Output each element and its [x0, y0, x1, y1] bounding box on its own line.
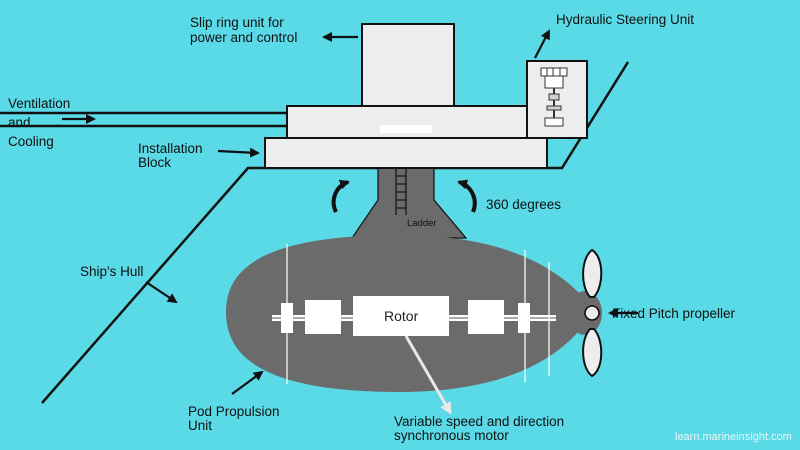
ventilation-label-line1: Ventilation [8, 96, 71, 111]
installation-block [264, 137, 548, 169]
slip-ring-unit [361, 23, 455, 107]
pod-unit-label-line2: Unit [188, 418, 213, 433]
upper-block [286, 105, 528, 139]
watermark-url: learn.marineinsight.com [675, 431, 792, 443]
installation-block-label-line2: Block [138, 155, 172, 170]
ladder-label: Ladder [407, 218, 437, 229]
motor-label-line2: synchronous motor [394, 428, 509, 443]
ladder [395, 168, 407, 215]
propeller-blade-top [582, 248, 603, 298]
propeller-nose [584, 305, 600, 321]
steering-mechanism-icon [540, 67, 568, 127]
ships-hull-label: Ship's Hull [80, 264, 144, 279]
bearing-right [518, 303, 530, 333]
hull-arrow [145, 281, 178, 304]
propeller-blade-bottom [582, 328, 603, 378]
right-coupling-block [468, 300, 504, 334]
pod-unit-arrow [231, 370, 264, 395]
installation-block-label-line1: Installation [138, 141, 203, 156]
hydraulic-steering-label: Hydraulic Steering Unit [556, 12, 695, 27]
degrees-label: 360 degrees [486, 197, 562, 212]
ventilation-label-line3: Cooling [8, 134, 54, 149]
rotor-block [353, 296, 449, 336]
left-coupling-block [305, 300, 341, 334]
installation-arrow [217, 147, 260, 158]
rotor-label: Rotor [384, 308, 419, 324]
slip-ring-label-line2: power and control [190, 30, 298, 45]
propeller-label: Fixed Pitch propeller [612, 306, 736, 321]
motor-label-line1: Variable speed and direction [394, 414, 565, 429]
hydraulic-arrow [534, 29, 550, 59]
slip-ring-label-line1: Slip ring unit for [190, 15, 284, 30]
rotation-arrow-left [331, 179, 350, 213]
rotor-pointer-arrow [404, 335, 452, 415]
pod-unit-label-line1: Pod Propulsion [188, 404, 280, 419]
rotation-arrow-right [457, 179, 477, 213]
bearing-left [281, 303, 293, 333]
upper-block-slot [380, 125, 432, 133]
ventilation-label-line2: and [8, 115, 31, 130]
